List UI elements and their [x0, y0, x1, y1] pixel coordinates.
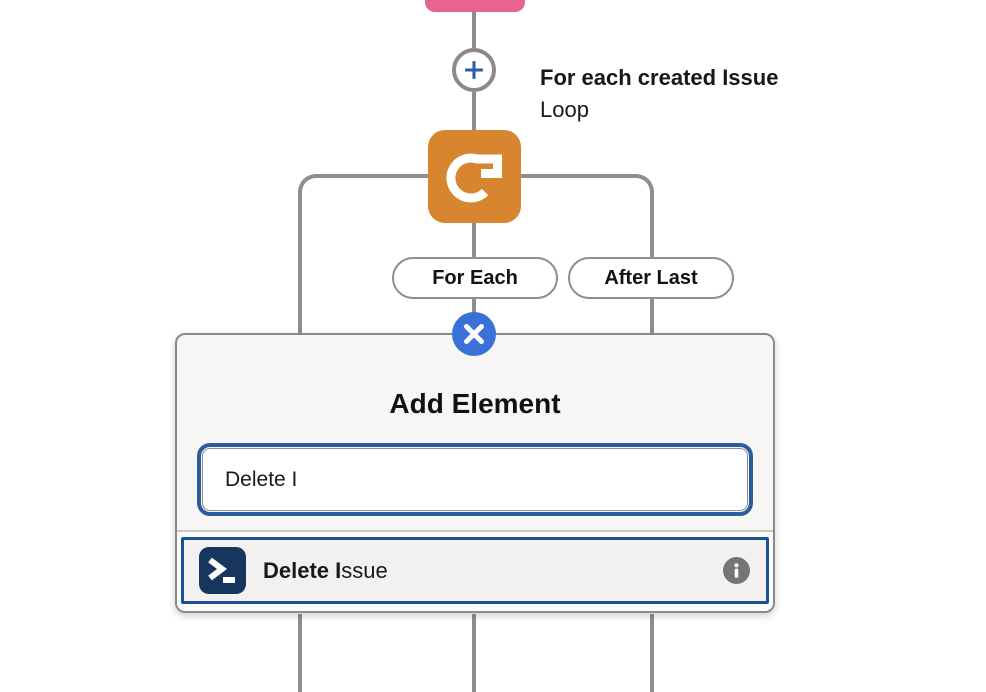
branch-label-after-last-text: After Last	[604, 266, 698, 289]
info-icon[interactable]	[723, 557, 750, 584]
loop-node-type: Loop	[540, 97, 589, 122]
connector-loop-right-horizontal	[521, 174, 636, 178]
connector-loop-to-pill	[472, 223, 476, 257]
connector-pill-to-close	[472, 299, 476, 314]
branch-label-for-each: For Each	[392, 257, 558, 299]
add-element-popup: Add Element Delete Issue	[175, 333, 775, 613]
connector-left-below-popup	[298, 614, 302, 692]
element-search-input[interactable]	[203, 449, 747, 510]
connector-center-below-popup	[472, 614, 476, 692]
popup-title: Add Element	[389, 388, 561, 419]
element-search-field	[197, 443, 753, 516]
add-element-connector-button[interactable]	[452, 48, 496, 92]
result-label: Delete Issue	[263, 558, 388, 584]
connector-plus-to-loop	[472, 92, 476, 130]
loop-element-node[interactable]	[428, 130, 521, 223]
close-icon	[452, 312, 496, 356]
loop-node-title: For each created Issue	[540, 65, 779, 90]
connector-right-below-popup	[650, 614, 654, 692]
connector-left-vertical	[298, 191, 302, 334]
connector-left-corner	[298, 174, 316, 192]
branch-label-for-each-text: For Each	[432, 266, 518, 289]
result-label-rest: ssue	[341, 557, 388, 583]
connector-top	[472, 12, 476, 48]
connector-right-corner	[636, 174, 654, 192]
plus-icon	[459, 55, 489, 85]
branch-label-after-last: After Last	[568, 257, 734, 299]
result-label-match: Delete I	[263, 557, 342, 583]
loop-icon	[428, 130, 521, 223]
apex-action-terminal-icon	[199, 547, 246, 594]
loop-node-label: For each created Issue Loop	[540, 62, 778, 126]
connector-loop-left-horizontal	[316, 174, 428, 178]
previous-record-node[interactable]	[425, 0, 525, 12]
result-row-delete-issue[interactable]: Delete Issue	[181, 537, 769, 604]
search-results-section: Delete Issue	[177, 530, 773, 611]
close-popup-button[interactable]	[452, 312, 496, 356]
